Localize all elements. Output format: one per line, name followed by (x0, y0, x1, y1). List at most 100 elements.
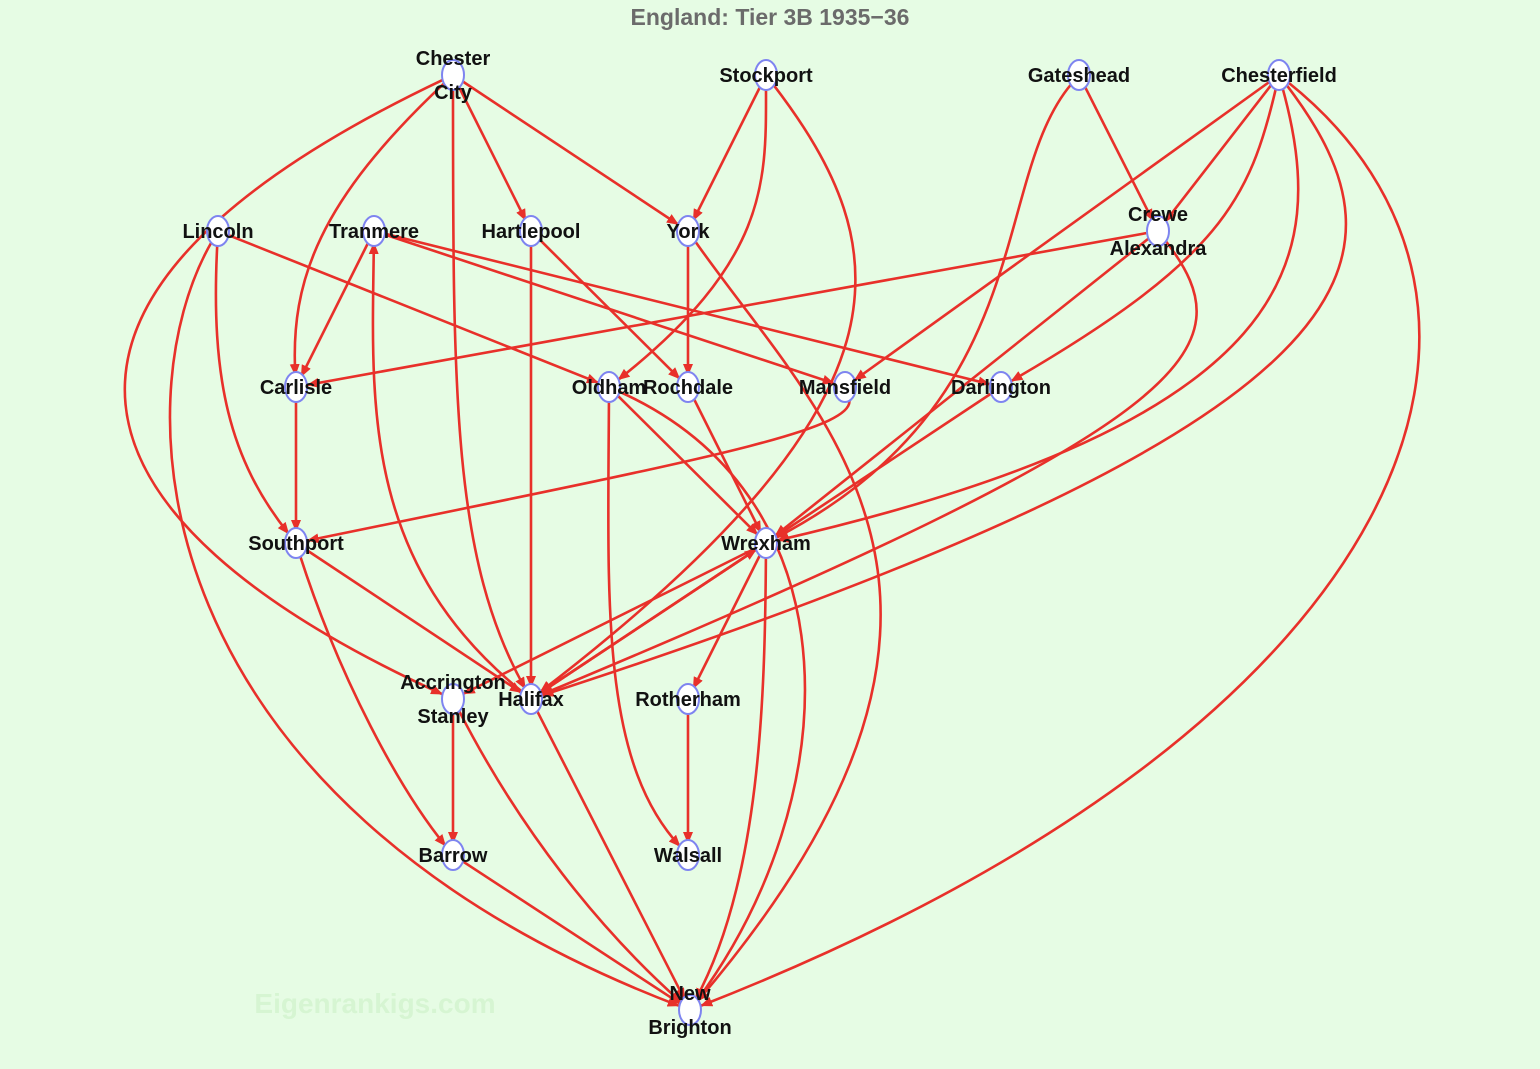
edge-mansfield-to-southport (306, 397, 851, 544)
node-marker (519, 683, 543, 715)
node-label: Rotherham (635, 689, 741, 711)
node-marker (441, 683, 465, 715)
node-hartlepool: Hartlepool (482, 215, 581, 247)
edge-halifax-to-tranmere (368, 241, 523, 693)
chart-title: England: Tier 3B 1935−36 (631, 4, 910, 30)
node-barrow: Barrow (419, 839, 488, 871)
node-walsall: Walsall (654, 839, 722, 871)
edge-tranmere-to-carlisle (300, 241, 370, 378)
node-marker (676, 683, 700, 715)
node-label: Rochdale (643, 377, 733, 399)
edge-york-to-new-brighton (693, 240, 882, 1002)
node-gateshead: Gateshead (1028, 59, 1130, 91)
edge-gateshead-to-wrexham (775, 83, 1073, 539)
node-marker (441, 59, 465, 91)
edge-chesterfield-to-crewe-alexandra (1164, 83, 1273, 223)
edge-stockport-to-york (692, 85, 762, 222)
edge-crewe-alexandra-to-wrexham (774, 237, 1150, 537)
node-label: Oldham (572, 377, 646, 399)
edge-gateshead-to-crewe-alexandra (1083, 85, 1154, 222)
node-chesterfield: Chesterfield (1221, 59, 1337, 91)
node-york: York (667, 215, 711, 247)
edge-chester-city-to-accrington-stanley (123, 78, 443, 696)
node-label: Darlington (951, 377, 1051, 399)
node-label: Chesterfield (1221, 65, 1337, 87)
edge-barrow-to-new-brighton (462, 860, 681, 1005)
node-marker (754, 527, 778, 559)
node-marker (1267, 59, 1291, 91)
edge-chesterfield-to-new-brighton (700, 81, 1421, 1007)
watermark: Eigenrankigs.com (254, 988, 495, 1019)
edge-oldham-to-wrexham (616, 394, 759, 536)
node-tranmere: Tranmere (329, 215, 419, 247)
edge-wrexham-to-new-brighton (694, 554, 768, 1001)
edge-chesterfield-to-darlington (1010, 86, 1278, 383)
edge-chesterfield-to-mansfield (853, 80, 1271, 382)
edge-rochdale-to-wrexham (692, 397, 762, 534)
edge-chester-city-to-carlisle (289, 82, 446, 377)
node-marker (597, 371, 621, 403)
node-label: Stockport (719, 65, 813, 87)
edge-halifax-to-new-brighton (535, 709, 686, 1001)
node-marker (519, 215, 543, 247)
node-oldham: Oldham (572, 371, 646, 403)
node-label: Chester (416, 48, 491, 70)
node-marker (1067, 59, 1091, 91)
edge-oldham-to-new-brighton (619, 390, 807, 1002)
edge-lincoln-to-new-brighton (168, 240, 680, 1007)
node-label: Walsall (654, 845, 722, 867)
node-label: Gateshead (1028, 65, 1130, 87)
node-label: York (667, 221, 711, 243)
node-label: Wrexham (721, 533, 811, 555)
node-rotherham: Rotherham (635, 683, 741, 715)
edge-hartlepool-to-rochdale (538, 238, 681, 380)
node-marker (362, 215, 386, 247)
edge-southport-to-barrow (298, 554, 447, 847)
node-label: Stanley (417, 706, 489, 728)
node-wrexham: Wrexham (721, 527, 811, 559)
node-label: Carlisle (260, 377, 332, 399)
node-carlisle: Carlisle (260, 371, 332, 403)
node-label: Brighton (648, 1017, 731, 1039)
edge-crewe-alexandra-to-carlisle (306, 231, 1147, 388)
node-marker (206, 215, 230, 247)
node-mansfield: Mansfield (799, 371, 891, 403)
node-marker (678, 994, 702, 1026)
edge-chester-city-to-hartlepool (457, 85, 527, 222)
node-label: Accrington (400, 672, 506, 694)
node-label: Halifax (498, 689, 564, 711)
node-label: Barrow (419, 845, 488, 867)
node-label: Alexandra (1110, 238, 1208, 260)
node-halifax: Halifax (498, 683, 564, 715)
node-southport: Southport (248, 527, 344, 559)
node-label: New (669, 983, 711, 1005)
node-marker (754, 59, 778, 91)
node-marker (676, 839, 700, 871)
node-darlington: Darlington (951, 371, 1051, 403)
edge-halifax-to-wrexham (540, 548, 757, 694)
edge-wrexham-to-accrington-stanley (462, 547, 756, 695)
node-rochdale: Rochdale (643, 371, 733, 403)
node-lincoln: Lincoln (182, 215, 254, 247)
node-marker (1146, 215, 1170, 247)
edge-chester-city-to-halifax (451, 86, 527, 690)
edge-lincoln-to-southport (214, 242, 290, 535)
node-marker (676, 215, 700, 247)
edge-chesterfield-to-wrexham (776, 86, 1300, 543)
edge-chester-city-to-york (462, 80, 679, 226)
node-label: Lincoln (182, 221, 253, 243)
node-label: Mansfield (799, 377, 891, 399)
node-label: City (434, 82, 473, 104)
edge-southport-to-halifax (305, 548, 522, 694)
node-marker (284, 527, 308, 559)
edge-stockport-to-oldham (617, 86, 768, 381)
node-label: Hartlepool (482, 221, 581, 243)
node-marker (833, 371, 857, 403)
edge-accrington-stanley-to-new-brighton (457, 709, 682, 1004)
edge-stockport-to-halifax (539, 83, 857, 693)
